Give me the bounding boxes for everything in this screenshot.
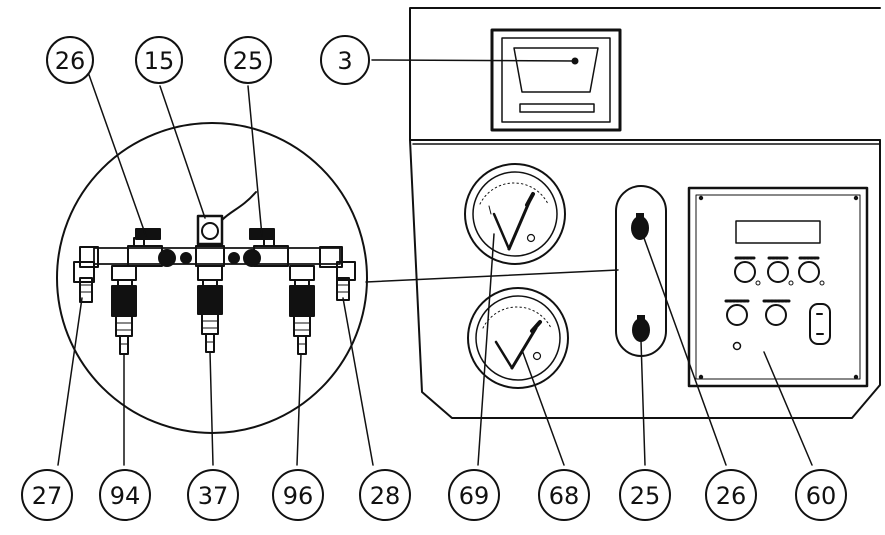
callout-label: 25 [233, 47, 264, 75]
callout-15: 15 [135, 36, 183, 84]
center-tee [180, 245, 240, 267]
left-end-fitting [73, 246, 99, 303]
valve-knob-upper [631, 213, 649, 240]
lower-cabinet [409, 139, 881, 419]
panel-button-5 [762, 299, 791, 326]
callout-96: 96 [272, 469, 324, 521]
callout-label: 27 [32, 482, 63, 510]
upper-housing [409, 7, 881, 141]
valve-knob-lower [632, 315, 650, 342]
filter-right [289, 265, 315, 355]
pressure-gauge-lower [467, 287, 569, 389]
panel-indicator-led [732, 341, 742, 351]
manifold-pipe [93, 247, 341, 265]
pressure-gauge-upper [464, 163, 566, 265]
callout-label: 96 [283, 482, 314, 510]
panel-button-1 [734, 256, 761, 286]
callout-60: 60 [795, 469, 847, 521]
pressure-sensor [196, 191, 257, 246]
filter-left [111, 265, 137, 355]
callout-label: 26 [55, 47, 86, 75]
callout-label: 15 [144, 47, 175, 75]
callout-69: 69 [448, 469, 500, 521]
panel-button-2 [767, 256, 794, 286]
callout-label: 94 [110, 482, 141, 510]
callout-label: 37 [198, 482, 229, 510]
control-panel [687, 186, 869, 388]
callout-28: 28 [359, 469, 411, 521]
panel-display-window [735, 220, 821, 244]
callout-94: 94 [99, 469, 151, 521]
right-end-fitting [319, 246, 356, 301]
callout-label: 26 [716, 482, 747, 510]
leader-lines [57, 59, 813, 466]
callout-label: 25 [630, 482, 661, 510]
manifold-detail-circle [56, 122, 368, 434]
callout-label: 60 [806, 482, 837, 510]
callout-label: 3 [337, 47, 352, 75]
callout-68: 68 [538, 469, 590, 521]
display-unit [490, 28, 622, 132]
panel-button-4 [724, 299, 750, 326]
filter-center [197, 265, 223, 353]
callout-label: 68 [549, 482, 580, 510]
callout-25-top: 25 [224, 36, 272, 84]
callout-27: 27 [21, 469, 73, 521]
callout-label: 28 [370, 482, 401, 510]
detail-connection-line [365, 269, 619, 283]
callout-26-bottom: 26 [705, 469, 757, 521]
panel-key-switch [809, 303, 831, 345]
callout-25-bottom: 25 [619, 469, 671, 521]
ball-valve-left [127, 228, 176, 267]
callout-26-top: 26 [46, 36, 94, 84]
callout-3: 3 [320, 35, 370, 85]
callout-label: 69 [459, 482, 490, 510]
callout-37: 37 [187, 469, 239, 521]
panel-button-3 [798, 256, 825, 286]
